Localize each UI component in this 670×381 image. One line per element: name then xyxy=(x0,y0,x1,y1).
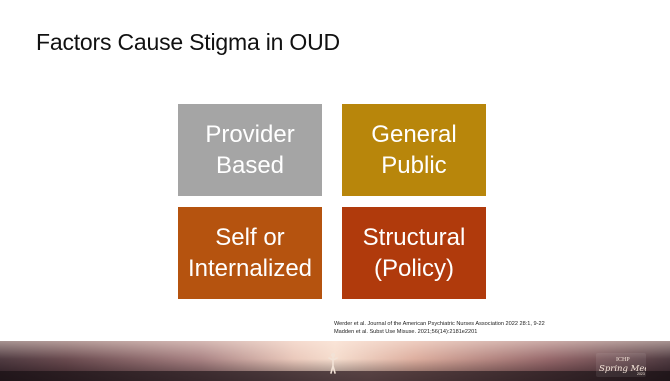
slide-title: Factors Cause Stigma in OUD xyxy=(36,29,340,55)
svg-text:2023: 2023 xyxy=(637,372,645,376)
spring-meeting-logo: ICHP Spring Meeting 2023 xyxy=(596,353,646,377)
footer-banner-image xyxy=(0,341,670,381)
svg-text:ICHP: ICHP xyxy=(616,357,630,363)
tile-self-internalized: Self or Internalized xyxy=(178,207,322,299)
citation-madden: Madden et al. Subst Use Misuse. 2021;56(… xyxy=(334,328,478,335)
tile-label: Self or Internalized xyxy=(187,224,313,282)
tile-label: General Public xyxy=(371,121,457,179)
meditating-figure-icon xyxy=(328,353,338,374)
tile-label: Structural (Policy) xyxy=(362,224,466,282)
tile-label: Provider Based xyxy=(205,121,295,179)
tile-structural-policy: Structural (Policy) xyxy=(342,207,486,299)
citation-werder: Werder et al. Journal of the American Ps… xyxy=(334,321,545,327)
svg-text:Spring Meeting: Spring Meeting xyxy=(599,364,646,374)
tile-provider-based: Provider Based xyxy=(178,104,322,196)
footer-ground xyxy=(0,371,670,381)
tile-general-public: General Public xyxy=(342,104,486,196)
citations: Werder et al. Journal of the American Ps… xyxy=(334,321,545,336)
